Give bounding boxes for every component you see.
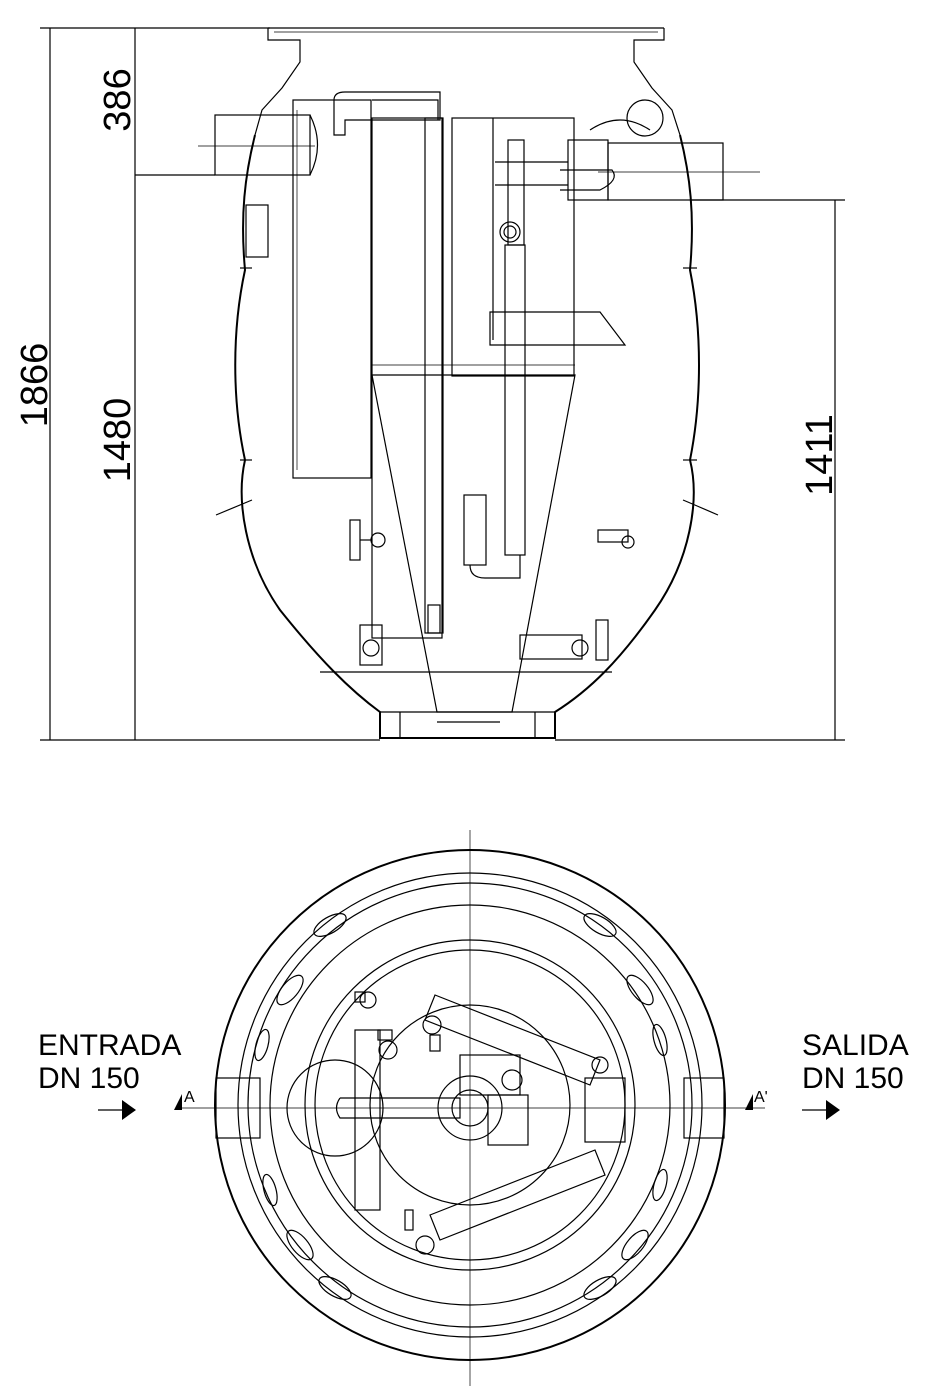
outlet-label: SALIDA bbox=[802, 1029, 909, 1062]
section-mark-right: A' bbox=[745, 1089, 768, 1110]
valve-icon bbox=[377, 1029, 398, 1060]
valve-icon bbox=[359, 624, 383, 666]
dim-inlet-to-base: 1480 bbox=[97, 398, 139, 483]
valve-icon bbox=[404, 1209, 435, 1255]
arrow-right-icon bbox=[802, 1100, 840, 1120]
dim-total-height: 1866 bbox=[14, 343, 56, 428]
section-mark-left: A bbox=[174, 1089, 195, 1110]
valve-icon bbox=[349, 519, 386, 561]
dim-inlet-depth: 386 bbox=[97, 68, 139, 131]
svg-text:A': A' bbox=[754, 1089, 768, 1106]
dim-outlet-to-base: 1411 bbox=[799, 414, 841, 496]
valve-icon bbox=[519, 619, 609, 661]
inlet-label: ENTRADA bbox=[38, 1029, 181, 1062]
valve-icon bbox=[354, 991, 377, 1009]
valve-icon bbox=[422, 1015, 442, 1052]
elevation-view bbox=[40, 27, 845, 741]
plan-view bbox=[180, 830, 765, 1386]
arrow-right-icon bbox=[98, 1100, 136, 1120]
valve-icon bbox=[591, 1056, 609, 1074]
svg-text:A: A bbox=[184, 1089, 195, 1106]
outlet-size: DN 150 bbox=[802, 1062, 904, 1095]
valve-icon bbox=[597, 529, 635, 549]
inlet-size: DN 150 bbox=[38, 1062, 140, 1095]
